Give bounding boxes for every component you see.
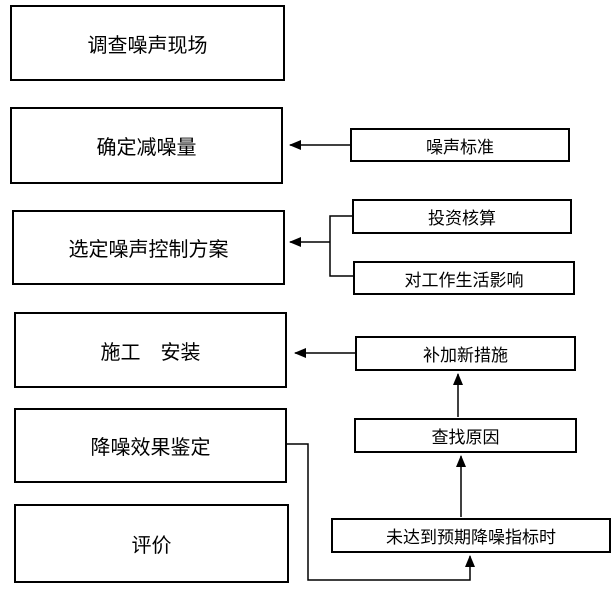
node-construction-installation: 施工 安装 (14, 312, 287, 388)
node-find-cause: 查找原因 (354, 418, 577, 453)
node-additional-measures: 补加新措施 (355, 336, 576, 371)
node-target-not-met: 未达到预期降噪指标时 (331, 518, 611, 553)
node-noise-reduction-appraisal: 降噪效果鉴定 (14, 408, 287, 483)
connector-appraise-to-notmet (287, 443, 475, 581)
node-investment-accounting: 投资核算 (352, 199, 572, 234)
node-work-life-impact: 对工作生活影响 (353, 261, 575, 295)
node-survey-noise-site: 调查噪声现场 (10, 5, 285, 81)
node-select-control-scheme: 选定噪声控制方案 (12, 210, 285, 285)
node-evaluation: 评价 (14, 504, 289, 583)
connector-bracket-investment-impact (329, 215, 353, 277)
node-noise-standard: 噪声标准 (350, 128, 570, 162)
node-determine-noise-reduction: 确定减噪量 (10, 107, 283, 184)
